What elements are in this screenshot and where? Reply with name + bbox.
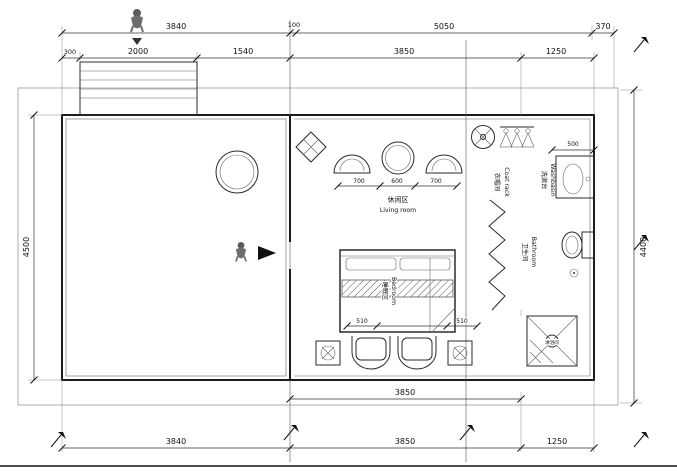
toilet	[561, 231, 595, 278]
coatrack-label-zh: 衣帽间	[493, 173, 501, 192]
dimension-row-top: 3840 100 5050 370	[58, 21, 618, 37]
dim-sofa-right: 700	[430, 178, 442, 185]
coat-rack-hangers	[499, 126, 535, 148]
dim-1250-top: 1250	[546, 47, 566, 56]
dim-top-100: 100	[288, 21, 300, 29]
dimension-row-bottom: 3840 3850 1250	[58, 437, 598, 452]
dim-bed-right: 510	[456, 318, 468, 325]
coffee-table	[381, 141, 415, 175]
bedroom-label-zh: 睡眠区	[381, 282, 389, 301]
dim-300: 300	[64, 48, 76, 56]
interior-wall-door	[258, 115, 291, 380]
down-arrow-icon	[132, 38, 142, 45]
person-icon-top	[130, 8, 144, 45]
fan-icon	[471, 125, 495, 149]
dim-sofa-left: 700	[353, 178, 365, 185]
washbasin: 500	[548, 141, 598, 199]
dim-top-3840: 3840	[166, 22, 186, 31]
dim-table-mid: 600	[391, 178, 403, 185]
living-room-label-en: Living room	[380, 207, 416, 214]
dim-3850-top: 3850	[394, 47, 414, 56]
entry-steps	[79, 61, 198, 116]
bed-runner	[341, 279, 454, 298]
side-table-right	[447, 340, 473, 366]
bed-foot-dimension-line: 510 510	[343, 317, 481, 330]
side-table-left	[315, 340, 341, 366]
dim-right-4400: 4400	[639, 237, 648, 257]
building-walls	[61, 114, 595, 381]
dim-bottom-3850: 3850	[395, 437, 415, 446]
dim-1540: 1540	[233, 47, 253, 56]
dimension-bottom-inner: 3850	[286, 388, 525, 403]
axis-grid-lines	[289, 20, 467, 462]
dim-bottom-1250: 1250	[547, 437, 567, 446]
entry-arrow-icon	[258, 246, 276, 260]
dim-left-4500: 4500	[22, 237, 31, 257]
living-room-furniture: 700 600 700 休闲区 Living room	[295, 131, 463, 214]
dimension-left: 4500	[22, 111, 38, 384]
bathroom-label-en: Bathroom	[530, 237, 537, 267]
dim-washbasin: 500	[567, 141, 579, 148]
living-room-label-zh: 休闲区	[388, 195, 409, 204]
dimension-right: 4400	[630, 86, 648, 407]
bed: 睡眠区 Bedroom	[339, 249, 456, 333]
bedroom-armchair-right	[397, 336, 437, 370]
extension-lines	[28, 26, 642, 452]
site-boundary	[17, 87, 619, 406]
bedroom-armchair-left	[351, 336, 391, 370]
person-icon-door	[235, 241, 247, 263]
dim-bottom-3840: 3840	[166, 437, 186, 446]
round-table-left-room	[215, 150, 259, 194]
dim-bottom-inner-3850: 3850	[395, 388, 415, 397]
dim-2000: 2000	[128, 47, 148, 56]
washbasin-label-en: Washbasin	[549, 163, 556, 196]
dim-top-5050: 5050	[434, 22, 454, 31]
armchair-living-right	[425, 154, 463, 174]
bathroom-label-zh: 卫生间	[521, 243, 529, 262]
shower-label-zh: 淋浴间	[545, 339, 559, 346]
washbasin-label-zh: 洗漱台	[540, 171, 548, 190]
dim-top-370: 370	[595, 22, 610, 31]
dimension-row-second: 300 2000 1540 3850 1250	[58, 47, 598, 62]
plant-diamond-icon	[295, 131, 327, 163]
bedroom-label-en: Bedroom	[390, 277, 397, 305]
dim-bed-left: 510	[356, 318, 368, 325]
armchair-living-left	[333, 154, 371, 174]
coatrack-label-en: Coat rack	[503, 167, 510, 197]
floor-drain-icon	[569, 268, 579, 278]
section-markers	[50, 36, 650, 448]
sofa-dimension-line: 700 600 700	[334, 178, 461, 190]
zigzag-partition	[488, 199, 506, 311]
shower: 淋浴间	[526, 315, 578, 367]
